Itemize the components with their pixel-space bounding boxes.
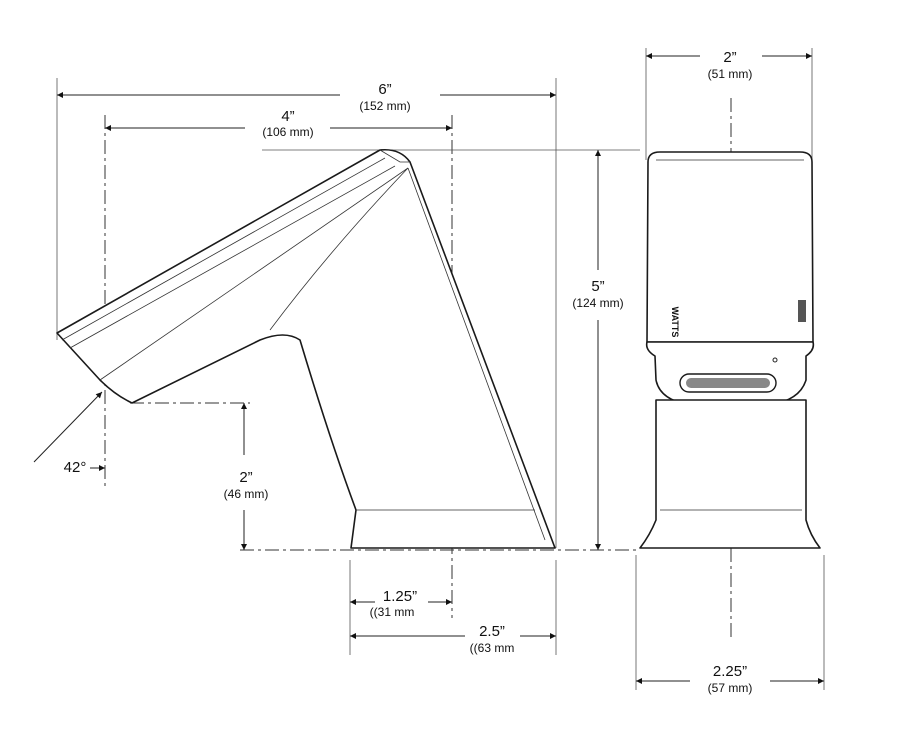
spout-edge-line	[61, 157, 386, 341]
side-button-icon	[798, 300, 806, 322]
body-back-line	[407, 167, 546, 541]
sensor-grille	[686, 378, 770, 388]
spout-underside-line	[99, 167, 409, 381]
spout-angle-label: 42°	[64, 459, 87, 476]
spout-top-cap	[379, 149, 410, 163]
indicator-light	[772, 357, 778, 363]
spout-reach-imperial: 4”	[281, 108, 294, 125]
faucet-neck-front	[639, 399, 821, 549]
spout-reach-metric: (106 mm)	[262, 125, 313, 139]
base-width-metric: (57 mm)	[708, 681, 753, 695]
total-height-metric: (124 mm)	[572, 296, 623, 310]
overall-width-metric: (152 mm)	[359, 99, 410, 113]
base-to-center-imperial: 1.25”	[383, 588, 417, 605]
base-depth-metric: ((63 mm	[470, 641, 515, 655]
top-width-imperial: 2”	[723, 49, 736, 66]
side-view: 6” (152 mm) 4” (106 mm) 2” (46 mm) 5” (1…	[33, 78, 640, 655]
spout-curve-line	[269, 167, 409, 331]
faucet-spout-side	[56, 148, 556, 549]
overall-width-imperial: 6”	[378, 81, 391, 98]
angle-leader-line	[33, 391, 103, 463]
faucet-head-front	[646, 151, 814, 343]
base-width-imperial: 2.25”	[713, 663, 747, 680]
total-height-imperial: 5”	[591, 278, 604, 295]
spout-height-metric: (46 mm)	[224, 487, 269, 501]
spout-height-imperial: 2”	[239, 469, 252, 486]
brand-mark: WATTS	[670, 307, 680, 338]
base-to-center-metric: ((31 mm	[370, 605, 415, 619]
top-width-metric: (51 mm)	[708, 67, 753, 81]
spout-edge-line	[69, 165, 396, 349]
front-view: WATTS 2” (51 mm) 2.25” (57 mm)	[635, 48, 825, 695]
base-depth-imperial: 2.5”	[479, 623, 505, 640]
